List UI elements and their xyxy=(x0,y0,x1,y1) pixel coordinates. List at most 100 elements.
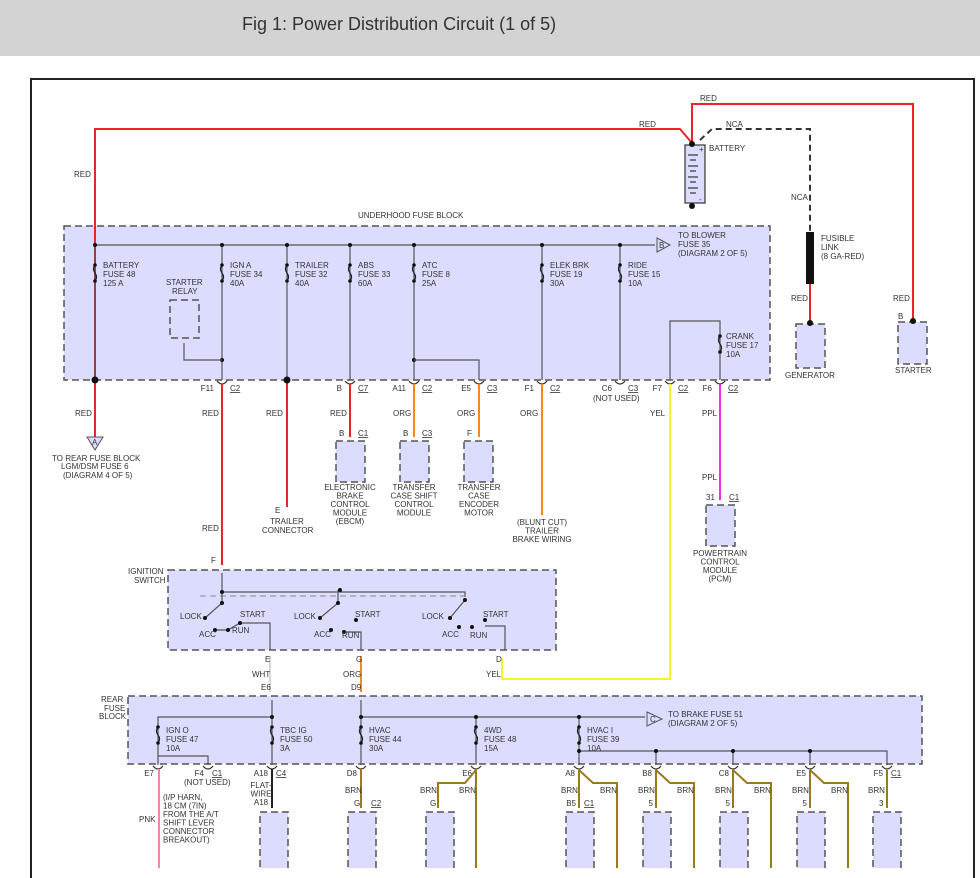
wire-label: BRN xyxy=(715,786,732,795)
fuse-icon xyxy=(219,264,225,282)
pin-label: E5 xyxy=(796,769,806,778)
component-label: TRAILER xyxy=(525,527,559,536)
switch-position-label: ACC xyxy=(199,630,216,639)
pin-label: 5 xyxy=(803,799,808,808)
connector-label: C4 xyxy=(276,769,287,778)
fuse-number: FUSE 48 xyxy=(103,270,136,279)
fuse-icon xyxy=(576,726,582,744)
pin-label: F4 xyxy=(195,769,205,778)
connector-label: C1 xyxy=(891,769,902,778)
figure-title: Fig 1: Power Distribution Circuit (1 of … xyxy=(242,14,557,34)
component-label: BREAKOUT) xyxy=(163,836,210,845)
wire-label: RED xyxy=(791,294,808,303)
pin-label: C6 xyxy=(602,384,613,393)
fuse-number: FUSE 47 xyxy=(166,735,199,744)
fusible-link-label: FUSIBLE xyxy=(821,234,854,243)
blower-arrow xyxy=(656,237,672,253)
relay-label: STARTER xyxy=(166,278,203,287)
connector-label: C3 xyxy=(487,384,498,393)
module-component xyxy=(347,811,377,868)
component-label: CASE xyxy=(468,492,490,501)
rear-block-internals xyxy=(157,700,888,765)
fusible-link-label: LINK xyxy=(821,243,839,252)
module-component xyxy=(425,811,455,868)
switch-position-label: LOCK xyxy=(422,612,444,621)
wire-label: RED xyxy=(893,294,910,303)
fuse-icon xyxy=(92,264,98,282)
pin-label: B xyxy=(403,429,408,438)
pin-label: 5 xyxy=(649,799,654,808)
wire-label: BRN xyxy=(561,786,578,795)
fuse-name: IGN O xyxy=(166,726,189,735)
wire-label: ORG xyxy=(393,409,411,418)
fuse-icon xyxy=(358,726,364,744)
page-header: Fig 1: Power Distribution Circuit (1 of … xyxy=(0,0,980,56)
component-label: CONTROL xyxy=(394,500,434,509)
blower-label: TO BLOWER xyxy=(678,231,726,240)
rear-block-label: REAR xyxy=(101,695,123,704)
connector-icon xyxy=(714,380,726,385)
rear-block-label: FUSE xyxy=(104,704,125,713)
fuse-name: ABS xyxy=(358,261,374,270)
component-label: ENCODER xyxy=(459,500,499,509)
connector-icon xyxy=(355,765,367,770)
pin-label: G xyxy=(430,799,436,808)
wire-label: PPL xyxy=(702,473,718,482)
wire-label: RED xyxy=(330,409,347,418)
diagram-frame xyxy=(30,78,975,878)
fuse-name: HVAC xyxy=(369,726,391,735)
battery-plus: + xyxy=(699,145,704,154)
wire-label: YEL xyxy=(486,670,502,679)
dest-label: TO REAR FUSE BLOCK xyxy=(52,454,141,463)
switch-position-label: LOCK xyxy=(180,612,202,621)
pin-label: B xyxy=(337,384,342,393)
trailer-conn-label: CONNECTOR xyxy=(262,526,314,535)
switch-position-label: RUN xyxy=(232,626,250,635)
module-component xyxy=(796,811,826,868)
fuse-number: FUSE 19 xyxy=(550,270,583,279)
tcem-component xyxy=(463,440,494,483)
fuse-name: BATTERY xyxy=(103,261,140,270)
fuse-number: FUSE 17 xyxy=(726,341,759,350)
connector-label: C3 xyxy=(422,429,433,438)
connector-icon xyxy=(650,765,662,770)
component-label: MODULE xyxy=(397,509,431,518)
tcscm-component xyxy=(399,440,430,483)
component-label: ELECTRONIC xyxy=(324,483,376,492)
pin-label: A18 xyxy=(254,769,269,778)
connector-icon xyxy=(470,765,482,770)
pcm-component xyxy=(705,504,736,547)
fuse-number: FUSE 44 xyxy=(369,735,402,744)
pin-note: (NOT USED) xyxy=(593,394,640,403)
component-label: BRAKE xyxy=(336,492,363,501)
ignition-label: IGNITION xyxy=(128,567,164,576)
fuse-icon xyxy=(155,726,161,744)
fuse-number: FUSE 33 xyxy=(358,270,391,279)
wire-label: WHT xyxy=(252,670,270,679)
pin-label: B8 xyxy=(642,769,652,778)
switch-position-label: START xyxy=(355,610,381,619)
pin-label: F6 xyxy=(703,384,713,393)
pin-label: B xyxy=(898,312,903,321)
dest-label: (DIAGRAM 4 OF 5) xyxy=(63,471,133,480)
fuse-name: TRAILER xyxy=(295,261,329,270)
relay-label: RELAY xyxy=(172,287,198,296)
module-component xyxy=(259,811,289,868)
component-label: CONNECTOR xyxy=(163,827,215,836)
fuse-name: IGN A xyxy=(230,261,252,270)
switch-position-label: LOCK xyxy=(294,612,316,621)
wire-label: RED xyxy=(639,120,656,129)
pin-label: 3 xyxy=(879,799,884,808)
underhood-title: UNDERHOOD FUSE BLOCK xyxy=(358,211,464,220)
component-label: 18 CM (7IN) xyxy=(163,802,207,811)
component-label: MODULE xyxy=(703,566,737,575)
ignition-label: SWITCH xyxy=(134,576,166,585)
wire-label: BRN xyxy=(831,786,848,795)
component-label: FLAT- xyxy=(250,781,272,790)
fuse-amp: 125 A xyxy=(103,279,124,288)
fuse-icon xyxy=(717,335,723,353)
offpage-connector-a xyxy=(86,436,104,451)
fusible-link-label: (8 GA-RED) xyxy=(821,252,864,261)
wire-label: BRN xyxy=(677,786,694,795)
wire-label: BRN xyxy=(459,786,476,795)
